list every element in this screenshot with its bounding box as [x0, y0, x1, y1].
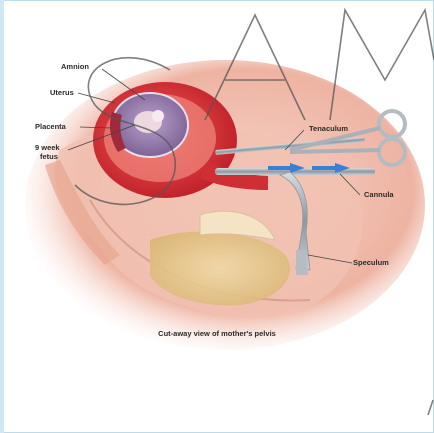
speculum-tip — [296, 250, 308, 275]
label-uterus: Uterus — [50, 89, 74, 97]
label-fetus-line2: fetus — [40, 153, 58, 161]
watermark-corner — [428, 400, 433, 415]
tenaculum-arm-lower — [290, 150, 380, 152]
label-speculum: Speculum — [353, 259, 389, 267]
label-tenaculum: Tenaculum — [309, 125, 348, 133]
figure-caption: Cut-away view of mother's pelvis — [0, 329, 434, 338]
fetus-head — [152, 110, 164, 122]
label-placenta: Placenta — [35, 123, 66, 131]
label-fetus-line1: 9 week — [35, 144, 60, 152]
label-amnion: Amnion — [61, 63, 89, 71]
label-cannula: Cannula — [364, 191, 394, 199]
